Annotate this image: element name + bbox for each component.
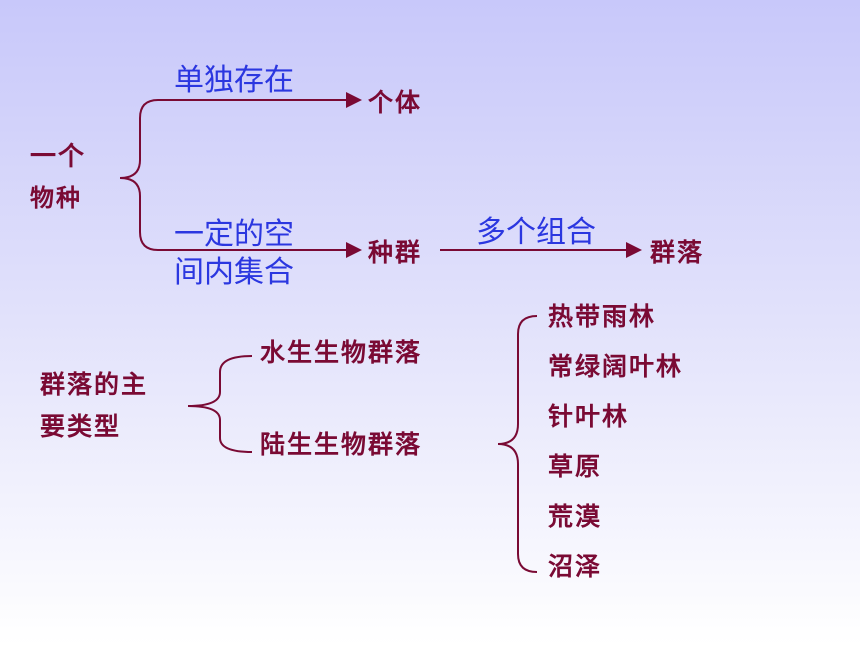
community-label: 群落 [650, 238, 705, 267]
top-brace [119, 99, 159, 251]
species-label-line1: 一个 [30, 142, 87, 172]
individual-label: 个体 [368, 88, 423, 117]
root-brace [187, 355, 253, 453]
lower-branch-label-line1: 一定的空 [174, 217, 294, 252]
population-label: 种群 [368, 238, 423, 267]
aquatic-community-label: 水生生物群落 [260, 338, 423, 367]
terrestrial-community-label: 陆生生物群落 [260, 430, 423, 459]
type-item-grassland: 草原 [548, 452, 603, 481]
type-item-evergreen-broadleaf: 常绿阔叶林 [548, 352, 684, 381]
types-brace [497, 315, 538, 573]
combine-label: 多个组合 [476, 215, 596, 250]
type-item-coniferous: 针叶林 [548, 402, 630, 431]
lower-branch-label-line2: 间内集合 [174, 255, 294, 290]
type-item-rainforest: 热带雨林 [548, 302, 657, 331]
species-label-line2: 物种 [30, 184, 82, 212]
type-item-desert: 荒漠 [548, 502, 603, 531]
upper-branch-label: 单独存在 [174, 63, 294, 98]
type-item-wetland: 沼泽 [548, 552, 603, 581]
community-types-label-line1: 群落的主 [40, 370, 149, 399]
community-types-label-line2: 要类型 [40, 412, 122, 441]
